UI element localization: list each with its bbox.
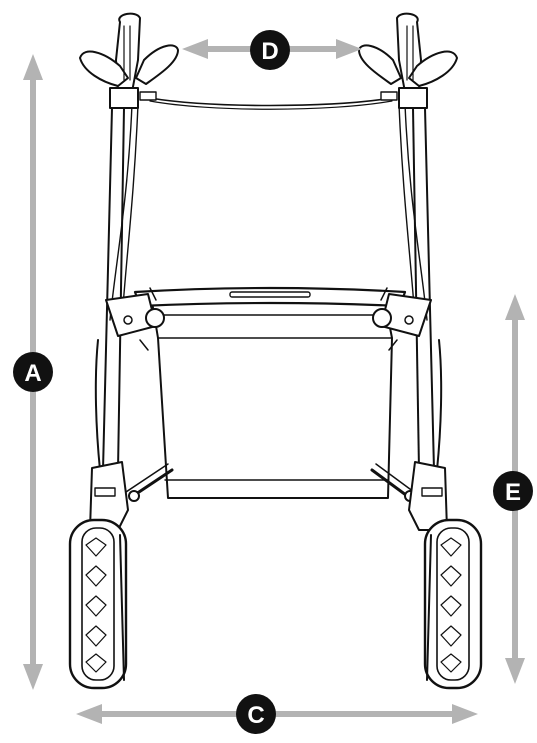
label-e-badge: E: [493, 471, 533, 511]
rollator-walker: [68, 12, 483, 690]
label-a: A: [24, 360, 41, 387]
left-handle: [79, 12, 179, 109]
label-d: D: [261, 38, 278, 65]
basket: [151, 301, 393, 499]
left-frame: [89, 103, 165, 531]
left-wheel: [68, 518, 128, 690]
right-cross-strut: [370, 468, 412, 500]
right-wheel: [423, 518, 483, 690]
right-frame: [372, 103, 448, 531]
brake-cable: [149, 97, 393, 107]
right-handle: [358, 12, 458, 109]
label-c-badge: C: [236, 694, 276, 734]
dimension-arrow-c: [76, 704, 478, 724]
label-a-badge: A: [13, 352, 53, 392]
seat: [133, 286, 407, 308]
label-c: C: [247, 702, 264, 729]
label-e: E: [505, 479, 521, 506]
label-d-badge: D: [250, 30, 290, 70]
